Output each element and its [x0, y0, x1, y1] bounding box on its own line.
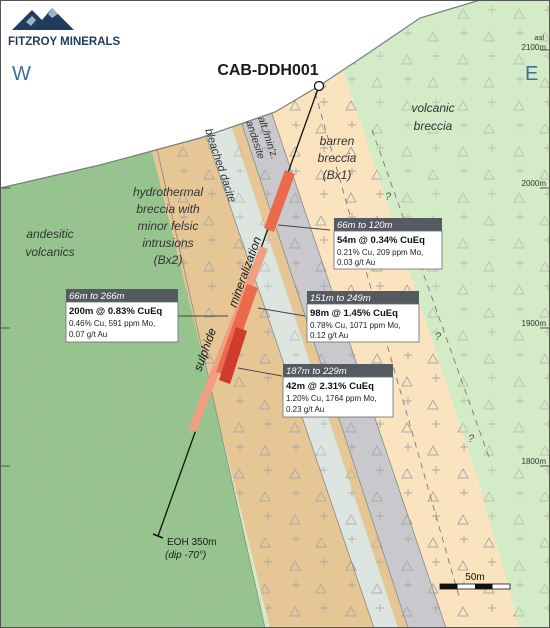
elev-label-1800: 1800m [522, 457, 547, 466]
label-bx2-5: (Bx2) [154, 253, 183, 267]
label-bx2-2: breccia with [136, 202, 200, 216]
leader-line-54m [277, 224, 331, 231]
drillhole-name: CAB-DDH001 [217, 62, 318, 79]
intercept-callout-200m: 66m to 266m 200m @ 0.83% CuEq 0.46% Cu, … [65, 289, 179, 343]
callout-detail-1: 0.46% Cu, 591 ppm Mo, [69, 319, 155, 328]
scale-bar-label: 50m [465, 572, 484, 583]
inferred-contact-2 [371, 129, 491, 461]
callout-detail-2: 0.23 g/t Au [286, 405, 324, 414]
intercept-bar-42m [219, 327, 247, 384]
intercept-callout-54m: 66m to 120m 54m @ 0.34% CuEq 0.21% Cu, 2… [333, 218, 443, 270]
mountain-logo-icon [12, 8, 74, 30]
elev-label-2100: 2100m [522, 43, 547, 52]
callout-range: 187m to 229m [286, 366, 347, 377]
label-bx1-1: barren [320, 134, 355, 148]
collar-marker [313, 80, 325, 92]
west-label: W [12, 63, 31, 85]
logo-text: FITZROY MINERALS [8, 36, 121, 48]
eoh-label: EOH 350m [167, 537, 216, 548]
callout-detail-2: 0.12 g/t Au [310, 331, 348, 340]
leader-line-98m [257, 307, 306, 317]
label-volcanic-breccia-2: breccia [414, 119, 453, 133]
label-bx1-3: (Bx1) [323, 168, 352, 182]
label-volcanic-breccia-1: volcanic [411, 101, 454, 115]
intercept-callout-42m: 187m to 229m 42m @ 2.31% CuEq 1.20% Cu, … [282, 364, 394, 418]
callout-headline: 54m @ 0.34% CuEq [337, 235, 425, 246]
callout-range: 151m to 249m [310, 293, 371, 304]
elev-label-1900: 1900m [522, 319, 547, 328]
callout-headline: 98m @ 1.45% CuEq [310, 308, 398, 319]
intercept-bar-54m [264, 170, 295, 232]
east-label: E [525, 63, 538, 85]
eoh-tick [152, 533, 164, 539]
scale-bar: 50m [439, 572, 511, 590]
elevation-unit: asl [534, 33, 544, 42]
callout-detail-1: 1.20% Cu, 1764 ppm Mo, [286, 394, 377, 403]
question-mark-3: ? [435, 331, 442, 343]
label-bx2-3: minor felsic [138, 219, 199, 233]
label-andesitic-2: volcanics [25, 245, 74, 259]
label-bx2-1: hydrothermal [133, 185, 203, 199]
callout-detail-1: 0.78% Cu, 1071 ppm Mo, [310, 321, 401, 330]
label-bx1-2: breccia [318, 151, 357, 165]
callout-detail-2: 0.07 g/t Au [69, 330, 107, 339]
callout-headline: 200m @ 0.83% CuEq [69, 306, 162, 317]
callout-header [334, 218, 442, 231]
callout-detail-1: 0.21% Cu, 209 ppm Mo, [337, 248, 423, 257]
question-mark-1: ? [385, 191, 392, 203]
elev-label-2000: 2000m [522, 179, 547, 188]
question-mark-4: ? [468, 433, 475, 445]
leader-line-42m [237, 367, 283, 377]
topography-line [0, 0, 481, 189]
company-logo: FITZROY MINERALS [8, 8, 121, 48]
callout-detail-2: 0.03 g/t Au [337, 258, 375, 267]
dip-label: (dip -70°) [165, 550, 206, 561]
callout-range: 66m to 266m [69, 291, 125, 302]
label-andesitic-1: andesitic [26, 227, 73, 241]
intercept-callout-98m: 151m to 249m 98m @ 1.45% CuEq 0.78% Cu, … [306, 291, 420, 343]
callout-range: 66m to 120m [337, 220, 393, 231]
label-bx2-4: intrusions [142, 236, 193, 250]
callout-headline: 42m @ 2.31% CuEq [286, 381, 374, 392]
